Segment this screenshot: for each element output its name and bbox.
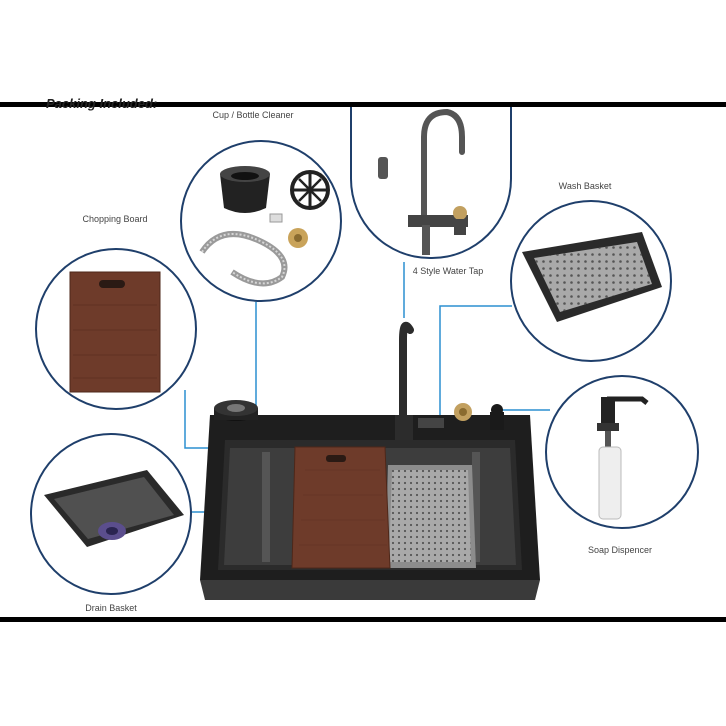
- bottom-band: [0, 617, 726, 622]
- cup-cleaner-parts-icon: [199, 166, 330, 287]
- label-wash-basket: Wash Basket: [558, 181, 612, 191]
- top-band: [0, 102, 726, 107]
- cup-bottle-cleaner-circle: [180, 140, 342, 302]
- sink-faucet: [395, 321, 414, 440]
- soap-dispenser-icon: [597, 396, 649, 520]
- sink-accessories: [418, 403, 504, 430]
- wash-basket-icon: [522, 232, 662, 322]
- sink-cup-rinser: [214, 400, 258, 421]
- water-tap-circle: [350, 107, 512, 259]
- sink-wash-basket: [385, 465, 476, 568]
- chopping-board-icon: [69, 271, 161, 393]
- wash-basket-circle: [510, 200, 672, 362]
- soap-dispenser-circle: [545, 375, 699, 529]
- label-drain-basket: Drain Basket: [85, 603, 137, 613]
- chopping-board-circle: [35, 248, 197, 410]
- label-chopping-board: Chopping Board: [82, 214, 148, 224]
- label-soap-dispenser: Soap Dispencer: [587, 545, 653, 555]
- packing-heading: Packing Included:: [46, 96, 158, 111]
- label-water-tap: 4 Style Water Tap: [412, 266, 484, 276]
- drain-basket-circle: [30, 433, 192, 595]
- faucet-icon: [378, 108, 468, 255]
- leader-wash-basket: [439, 305, 512, 460]
- label-cup-bottle-cleaner: Cup / Bottle Cleaner: [212, 110, 294, 120]
- sink-chopping-board: [291, 446, 391, 569]
- drain-basket-icon: [44, 470, 184, 547]
